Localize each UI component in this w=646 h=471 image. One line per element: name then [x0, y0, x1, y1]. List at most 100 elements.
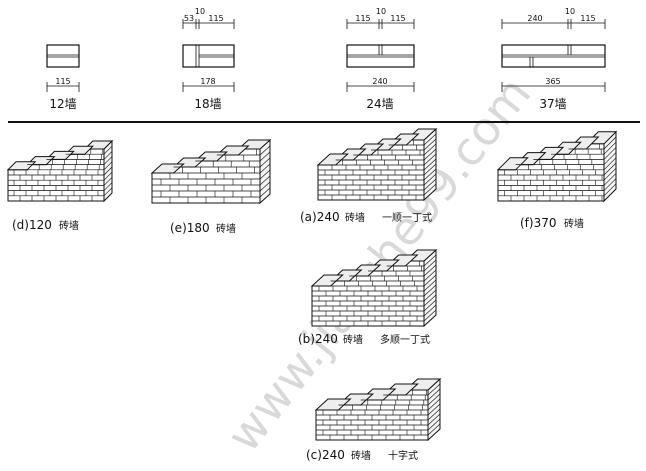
- section-37-outline: [501, 44, 606, 68]
- caption-f: (f)370 砖墙: [520, 216, 584, 230]
- brick-line: [423, 158, 437, 171]
- dim-bottom: 240: [372, 77, 387, 86]
- caption-suffix: 砖墙: [345, 211, 365, 224]
- brick-line: [427, 418, 441, 431]
- dim-top-mid: 10: [195, 7, 205, 16]
- brick-line: [103, 151, 113, 160]
- dim-bottom: 365: [545, 77, 560, 86]
- brick-line: [423, 309, 437, 322]
- brick-line: [603, 162, 617, 176]
- caption-b: (b)240 砖墙 多顺一丁式: [298, 332, 430, 346]
- brick-line: [423, 153, 437, 166]
- brick-line: [423, 173, 437, 186]
- dim-top-right: 115: [208, 14, 223, 23]
- caption-e: (e)180 砖墙: [170, 221, 236, 235]
- caption-suffix: 砖墙: [351, 449, 371, 462]
- caption-note: 十字式: [388, 449, 418, 462]
- brick-line: [103, 187, 113, 197]
- caption-label: (c)240: [306, 448, 345, 462]
- dim-bottom: 115: [55, 77, 70, 86]
- dim-top-mid: 10: [565, 7, 575, 16]
- brick-line: [423, 304, 437, 317]
- caption-suffix: 砖墙: [564, 217, 584, 230]
- brick-line: [259, 163, 271, 174]
- brick-line: [423, 259, 437, 272]
- brick-line: [423, 294, 437, 307]
- brick-line: [423, 183, 437, 196]
- brick-line: [103, 161, 113, 171]
- section-18-outline: [182, 44, 235, 68]
- brick-line: [603, 136, 617, 150]
- caption-note: 多顺一丁式: [380, 333, 430, 346]
- brick-line: [423, 254, 437, 267]
- dim-top-left: 240: [527, 14, 542, 23]
- section-name: 37墙: [539, 97, 566, 111]
- brick-line: [423, 284, 437, 297]
- brick-line: [259, 187, 271, 198]
- brick-line: [427, 408, 441, 421]
- brick-line: [259, 181, 271, 192]
- dim-top-left: 53: [184, 14, 194, 23]
- brick-line: [603, 157, 617, 171]
- section-12: 115 12墙: [46, 44, 80, 111]
- brick-line: [423, 274, 437, 287]
- caption-label: (e)180: [170, 221, 210, 235]
- dim-top-right: 115: [390, 14, 405, 23]
- brick-line: [423, 289, 437, 302]
- brick-line: [259, 157, 271, 168]
- dim-top-mid: 10: [376, 7, 386, 16]
- brick-line: [427, 398, 441, 411]
- section-name: 24墙: [366, 97, 393, 111]
- brick-line: [259, 169, 271, 180]
- brick-line: [603, 141, 617, 155]
- brick-line: [423, 138, 437, 151]
- brick-line: [423, 269, 437, 282]
- caption-suffix: 砖墙: [59, 219, 79, 232]
- brick-line: [427, 423, 441, 436]
- brick-line: [423, 299, 437, 312]
- brick-line: [259, 175, 271, 186]
- brick-line: [259, 145, 271, 156]
- brick-line: [603, 178, 617, 191]
- brick-line: [603, 152, 617, 165]
- caption-label: (b)240: [298, 332, 338, 346]
- brick-line: [423, 178, 437, 191]
- section-18: 53 10 115 178 18墙: [182, 7, 235, 111]
- caption-suffix: 砖墙: [343, 333, 363, 346]
- brick-line: [423, 279, 437, 292]
- brick-line: [603, 173, 617, 186]
- brick-line: [427, 388, 441, 401]
- caption-note: 一顺一丁式: [382, 211, 432, 224]
- brick-line: [423, 143, 437, 156]
- brick-line: [423, 133, 437, 146]
- brick-line: [103, 166, 113, 176]
- caption-suffix: 砖墙: [216, 222, 236, 235]
- caption-label: (f)370: [520, 216, 557, 230]
- section-name: 18墙: [194, 97, 221, 111]
- dim-top-right: 115: [580, 14, 595, 23]
- section-name: 12墙: [49, 97, 76, 111]
- brick-line: [423, 163, 437, 176]
- caption-d: (d)120 砖墙: [12, 218, 79, 232]
- brick-line: [259, 151, 271, 162]
- brick-line: [103, 145, 113, 155]
- brick-line: [427, 393, 441, 406]
- brick-line: [603, 183, 617, 197]
- brick-line: [427, 383, 441, 396]
- brick-line: [603, 167, 617, 181]
- section-24: 115 10 115 240 24墙: [346, 7, 415, 111]
- brick-line: [423, 148, 437, 161]
- caption-c: (c)240 砖墙 十字式: [306, 448, 418, 462]
- brick-line: [423, 264, 437, 277]
- brick-line: [103, 177, 113, 186]
- dim-bottom: 178: [200, 77, 215, 86]
- caption-label: (a)240: [300, 210, 340, 224]
- walls-layer: [6, 127, 618, 442]
- caption-label: (d)120: [12, 218, 52, 232]
- brick-line: [427, 403, 441, 416]
- brick-line: [103, 156, 113, 165]
- brick-line: [423, 168, 437, 181]
- brick-line: [103, 182, 113, 191]
